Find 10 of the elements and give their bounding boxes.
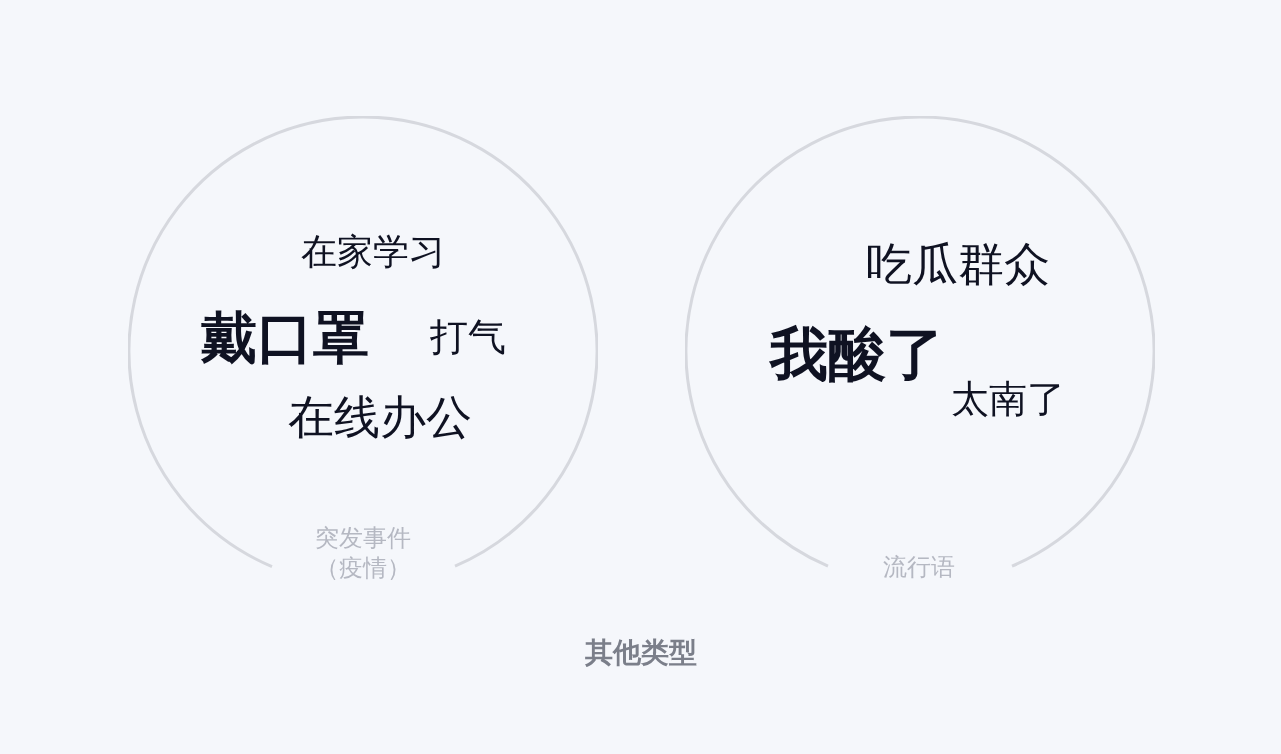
keyword: 在家学习 bbox=[301, 230, 445, 274]
keyword: 吃瓜群众 bbox=[866, 237, 1050, 293]
keyword: 打气 bbox=[430, 315, 506, 361]
category-label: 流行语 bbox=[882, 552, 956, 582]
keyword: 在线办公 bbox=[288, 390, 472, 446]
keyword: 我酸了 bbox=[770, 320, 944, 390]
caption: 其他类型 bbox=[585, 635, 697, 671]
category-label: 突发事件（疫情） bbox=[314, 523, 412, 583]
keyword: 太南了 bbox=[951, 377, 1065, 423]
keyword: 戴口罩 bbox=[201, 304, 369, 372]
